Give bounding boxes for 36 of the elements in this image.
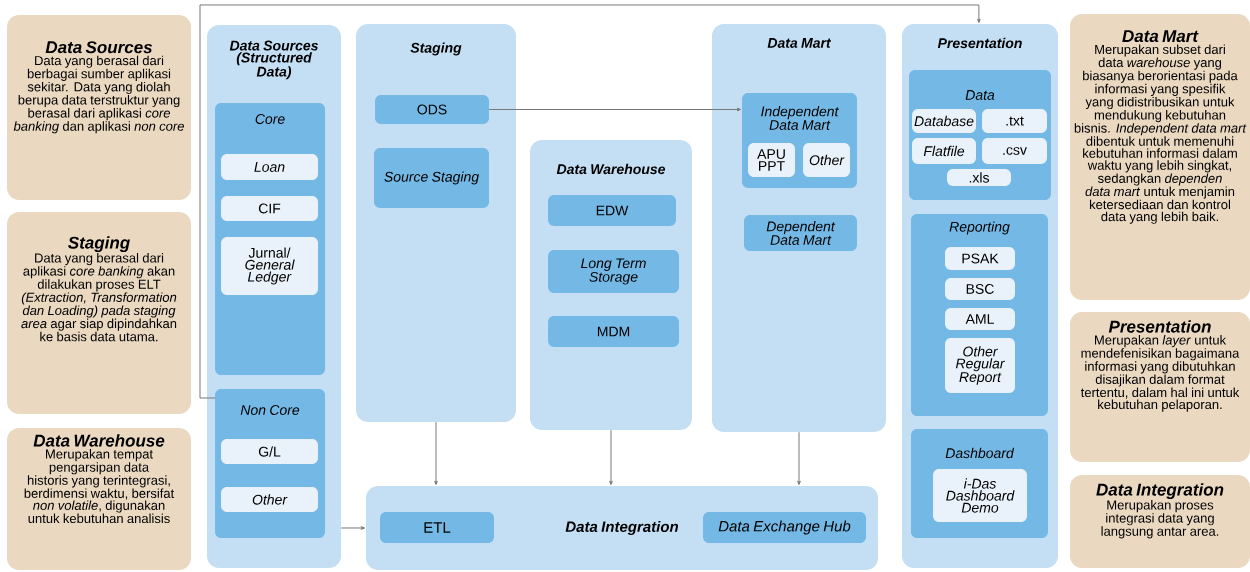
item-chip: Jurnal/ General Ledger [221, 237, 318, 295]
item-chip: AML [945, 308, 1015, 330]
description-card: Data Mart Merupakan subset dari data warehouse yang biasanya berorientasi pada informasi yang spesifik yang didistribusikan untuk mendukung kebutuhan bisnis. Independent data mart dibentuk untuk memenuhi kebutuhan informasi dalam waktu yang lebih singkat, sedangkan dependen data mart untuk menjamin ketersediaan dan kontrol data yang lebih baik. [1070, 14, 1250, 300]
arrow [434, 421, 438, 485]
description-card: Staging Data yang berasal dari aplikasi core banking akan dilakukan proses ELT (Extraction, Transformation dan Loading) pada staging area agar siap dipindahkan ke basis data utama. [7, 212, 191, 414]
component-box: Data Exchange Hub [703, 512, 866, 543]
arrow [488, 107, 741, 112]
component-box: Source Staging [374, 148, 489, 208]
item-chip: Other [221, 487, 318, 512]
item-chip: Other [803, 143, 850, 177]
arrow [609, 429, 613, 485]
component-box: ODS [375, 95, 489, 124]
item-chip: i-Das Dashboard Demo [933, 469, 1027, 522]
item-chip: APU PPT [748, 143, 795, 177]
item-chip: Flatfile [912, 138, 976, 164]
item-chip: G/L [221, 439, 318, 464]
item-chip: BSC [945, 278, 1015, 300]
item-chip: Other Regular Report [945, 338, 1015, 393]
arrow [199, 4, 981, 399]
component-box: Dependent Data Mart [744, 215, 857, 251]
description-card: Data Warehouse Merupakan tempat pengarsipan data historis yang terintegrasi, berdimensi waktu, bersifat non volatile, digunakan untuk kebutuhan analisis [7, 428, 191, 570]
arrow [340, 526, 365, 530]
description-card: Data Sources Data yang berasal dari berbagai sumber aplikasi sekitar. Data yang diolah berupa data terstruktur yang berasal dari aplikasi core banking dan aplikasi non core [7, 15, 191, 200]
item-chip: .txt [982, 109, 1047, 133]
component-box: Long Term Storage [548, 250, 679, 293]
component-box: ETL [380, 512, 494, 543]
item-chip: PSAK [945, 247, 1015, 270]
component-box: EDW [548, 195, 676, 226]
item-chip: .csv [982, 138, 1047, 164]
arrow [797, 431, 801, 485]
description-card: Data Integration Merupakan proses integrasi data yang langsung antar area. [1070, 475, 1250, 568]
item-chip: CIF [221, 196, 318, 221]
description-card: Presentation Merupakan layer untuk mendefenisikan bagaimana informasi yang dibutuhkan disajikan dalam format tertentu, dalam hal ini untuk kebutuhan pelaporan. [1070, 312, 1250, 462]
item-chip: Loan [221, 154, 318, 180]
component-box: MDM [548, 316, 679, 347]
item-chip: Database [912, 109, 976, 133]
